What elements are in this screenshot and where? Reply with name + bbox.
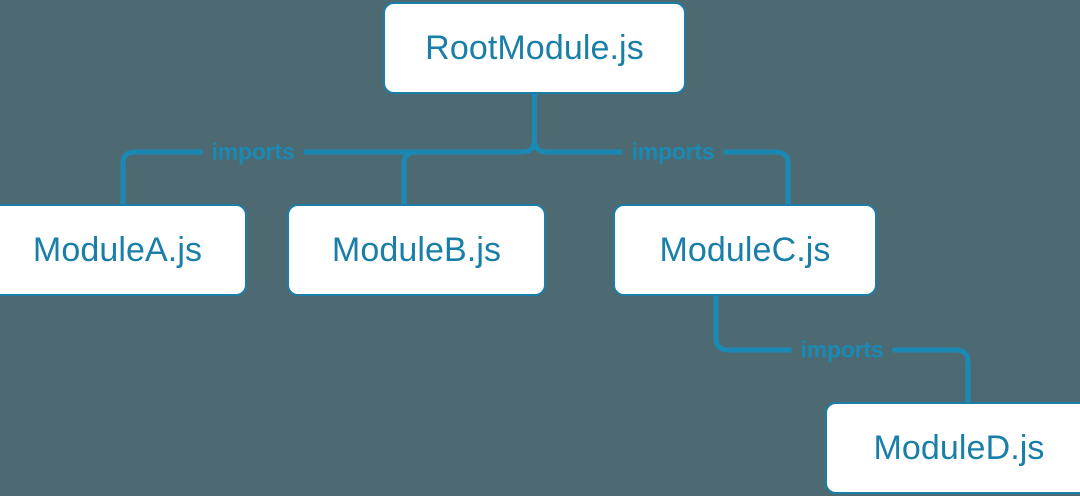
node-label: ModuleB.js xyxy=(331,230,502,269)
node-label: ModuleD.js xyxy=(873,428,1045,467)
node-label: ModuleC.js xyxy=(659,230,831,269)
node-label: ModuleA.js xyxy=(32,230,203,269)
node-rootmodule[interactable]: RootModule.js xyxy=(383,2,686,94)
edge-root-to-moduleC xyxy=(544,149,791,207)
node-modulea[interactable]: ModuleA.js xyxy=(0,204,247,296)
node-label: RootModule.js xyxy=(425,28,644,67)
node-modulec[interactable]: ModuleC.js xyxy=(613,204,877,296)
edge-root-to-moduleB xyxy=(401,149,419,207)
edge-root-to-moduleA xyxy=(120,149,525,207)
edge-label-root-to-modulea: imports xyxy=(202,140,304,164)
node-moduled[interactable]: ModuleD.js xyxy=(825,402,1080,494)
edge-root-stem-right xyxy=(532,137,550,155)
edge-label-modulec-to-moduled: imports xyxy=(791,338,893,362)
node-moduleb[interactable]: ModuleB.js xyxy=(287,204,546,296)
edge-label-root-to-modulec: imports xyxy=(622,140,724,164)
